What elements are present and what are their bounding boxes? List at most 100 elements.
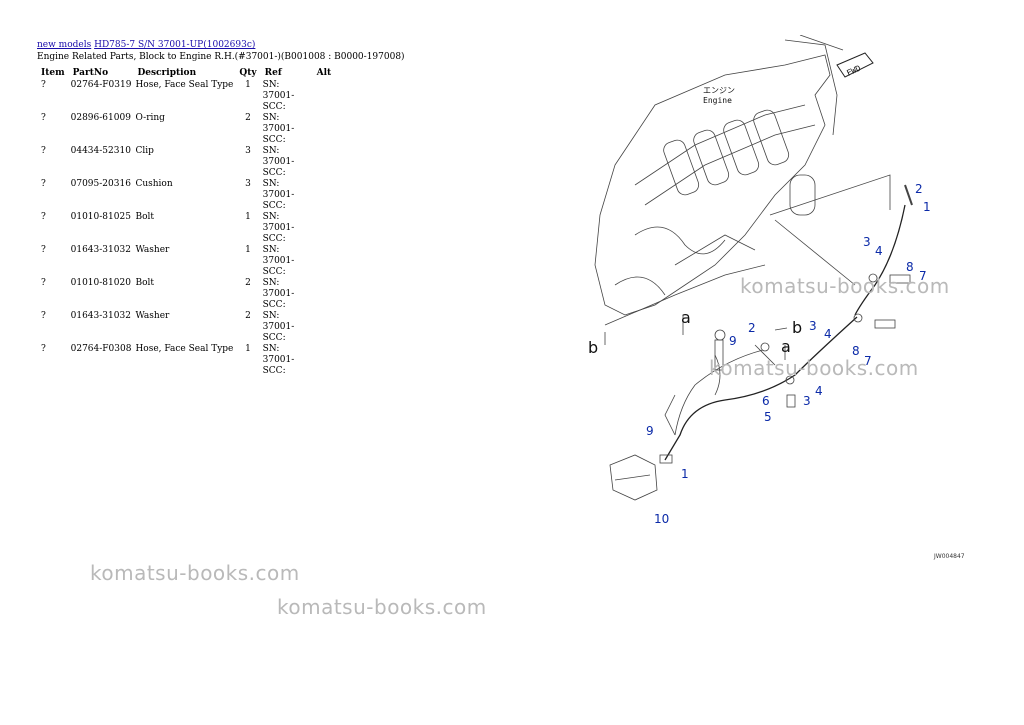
breadcrumb-link-model[interactable]: HD785-7 S/N 37001-UP(1002693c) [94, 40, 256, 50]
cell-item: ? [41, 212, 46, 222]
cell-item: ? [41, 80, 46, 90]
breadcrumb-link-new-models[interactable]: new models [37, 40, 92, 50]
callout-6: 6 [762, 394, 770, 408]
cell-ref: SN: 37001-SCC: [262, 311, 295, 343]
cell-partno: 01010-81020 [70, 278, 131, 288]
cell-partno: 04434-52310 [70, 146, 131, 156]
cell-alt [313, 245, 336, 278]
callout-1: 1 [681, 467, 689, 481]
cell-ref: SN: 37001-SCC: [262, 212, 295, 244]
cell-partno: 02896-61009 [70, 113, 131, 123]
table-row: ? 01010-81020 Bolt 2 SN: 37001-SCC: [37, 278, 335, 311]
table-row: ? 01643-31032 Washer 1 SN: 37001-SCC: [37, 245, 335, 278]
callout-7: 7 [919, 269, 927, 283]
engine-illustration [594, 35, 913, 501]
cell-partno: 02764-F0308 [70, 344, 132, 354]
cell-alt [313, 179, 336, 212]
callout-2: 2 [748, 321, 756, 335]
cell-alt [313, 278, 336, 311]
diagram-label-a: a [781, 337, 791, 356]
breadcrumb: new models HD785-7 S/N 37001-UP(1002693c… [37, 40, 255, 50]
engine-label-en: Engine [703, 96, 732, 105]
header-ref: Ref [264, 68, 282, 78]
callout-8: 8 [906, 260, 914, 274]
cell-description: Bolt [135, 278, 154, 288]
callout-7: 7 [864, 354, 872, 368]
watermark: komatsu-books.com [709, 356, 919, 380]
cell-partno: 01643-31032 [70, 245, 131, 255]
table-header-row: Item PartNo Description Qty Ref Alt [37, 66, 335, 80]
cell-qty: 3 [245, 179, 251, 189]
watermark: komatsu-books.com [740, 274, 950, 298]
cell-ref: SN: 37001-SCC: [262, 80, 295, 112]
cell-partno: 07095-20316 [70, 179, 131, 189]
cell-qty: 2 [245, 278, 251, 288]
callout-5: 5 [764, 410, 772, 424]
diagram-label-b: b [588, 338, 598, 357]
header-partno: PartNo [72, 68, 109, 78]
cell-ref: SN: 37001-SCC: [262, 113, 295, 145]
cell-qty: 1 [245, 80, 251, 90]
cell-partno: 01643-31032 [70, 311, 131, 321]
table-row: ? 02896-61009 O-ring 2 SN: 37001-SCC: [37, 113, 335, 146]
cell-item: ? [41, 344, 46, 354]
engine-label-jp: エンジン [703, 86, 735, 95]
parts-diagram: FWD エンジン Engine a b a b 2 1 3 4 8 7 3 4 … [588, 35, 931, 526]
cell-item: ? [41, 278, 46, 288]
cell-qty: 1 [245, 245, 251, 255]
callout-9: 9 [729, 334, 737, 348]
cell-description: Washer [135, 245, 170, 255]
cell-description: O-ring [135, 113, 165, 123]
diagram-label-b: b [792, 318, 802, 337]
cell-item: ? [41, 311, 46, 321]
header-qty: Qty [239, 68, 257, 78]
cell-ref: SN: 37001-SCC: [262, 179, 295, 211]
cell-qty: 3 [245, 146, 251, 156]
cell-alt [313, 212, 336, 245]
table-row: ? 04434-52310 Clip 3 SN: 37001-SCC: [37, 146, 335, 179]
cell-alt [313, 113, 336, 146]
cell-description: Hose, Face Seal Type [135, 80, 234, 90]
watermark: komatsu-books.com [277, 595, 487, 619]
cell-description: Hose, Face Seal Type [135, 344, 234, 354]
table-row: ? 07095-20316 Cushion 3 SN: 37001-SCC: [37, 179, 335, 212]
fwd-icon: FWD [836, 52, 874, 78]
page-subtitle: Engine Related Parts, Block to Engine R.… [37, 52, 405, 62]
cell-alt [313, 146, 336, 179]
watermark: komatsu-books.com [90, 561, 300, 585]
callout-8: 8 [852, 344, 860, 358]
callout-2: 2 [915, 182, 923, 196]
callout-1: 1 [923, 200, 931, 214]
cell-alt [313, 344, 336, 377]
cell-alt [313, 80, 336, 113]
cell-item: ? [41, 245, 46, 255]
callout-3: 3 [809, 319, 817, 333]
cell-description: Bolt [135, 212, 154, 222]
drawing-code: JW004847 [934, 553, 965, 560]
callout-10: 10 [654, 512, 669, 526]
table-row: ? 02764-F0308 Hose, Face Seal Type 1 SN:… [37, 344, 335, 377]
cell-ref: SN: 37001-SCC: [262, 344, 295, 376]
callout-3: 3 [803, 394, 811, 408]
table-row: ? 01010-81025 Bolt 1 SN: 37001-SCC: [37, 212, 335, 245]
cell-partno: 01010-81025 [70, 212, 131, 222]
cell-ref: SN: 37001-SCC: [262, 245, 295, 277]
header-description: Description [137, 68, 197, 78]
cell-alt [313, 311, 336, 344]
cell-qty: 2 [245, 113, 251, 123]
cell-description: Clip [135, 146, 154, 156]
parts-table: Item PartNo Description Qty Ref Alt ? 02… [37, 66, 335, 377]
cell-partno: 02764-F0319 [70, 80, 132, 90]
diagram-label-a: a [681, 308, 691, 327]
table-row: ? 01643-31032 Washer 2 SN: 37001-SCC: [37, 311, 335, 344]
cell-description: Washer [135, 311, 170, 321]
cell-qty: 2 [245, 311, 251, 321]
cell-qty: 1 [245, 344, 251, 354]
cell-item: ? [41, 146, 46, 156]
cell-item: ? [41, 113, 46, 123]
cell-item: ? [41, 179, 46, 189]
cell-qty: 1 [245, 212, 251, 222]
header-alt: Alt [316, 68, 332, 78]
callout-9: 9 [646, 424, 654, 438]
cell-ref: SN: 37001-SCC: [262, 278, 295, 310]
